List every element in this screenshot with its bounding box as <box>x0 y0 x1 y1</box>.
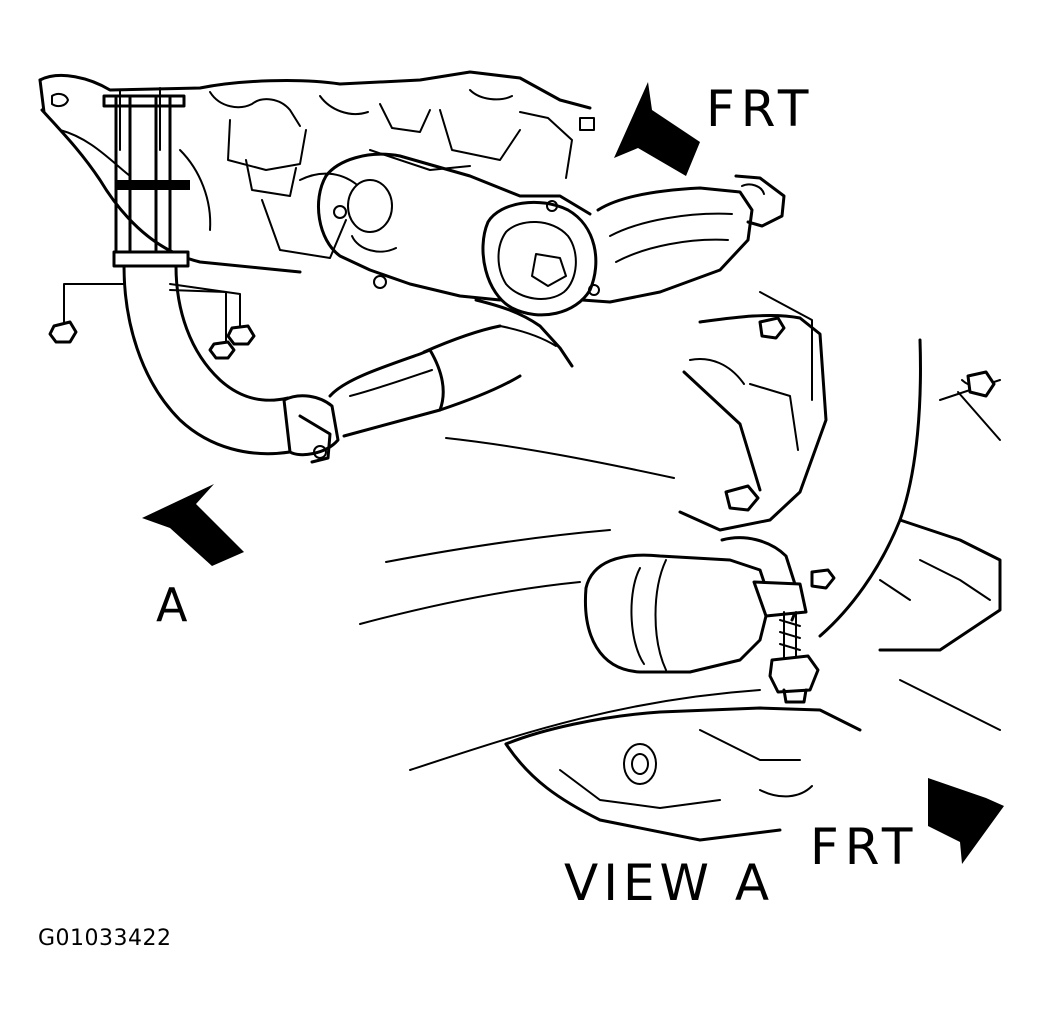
flange-and-nuts <box>48 94 256 360</box>
engine-transaxle-assembly <box>38 70 786 317</box>
view-callout-label: A <box>156 578 194 632</box>
view-title: VIEW A <box>564 854 775 912</box>
nut-left <box>48 320 78 344</box>
exhaust-downpipe <box>122 264 574 464</box>
flange-bolt <box>810 568 836 590</box>
figure-id: G01033422 <box>38 926 172 951</box>
crossmember-bolt <box>966 370 996 398</box>
front-label-bottom: FRT <box>810 818 919 876</box>
nut-right-upper <box>226 324 256 346</box>
front-label-top: FRT <box>706 80 815 138</box>
arrow-up-right-icon <box>142 484 244 566</box>
arrow-up-left-icon <box>614 82 700 176</box>
view-a-detail <box>359 291 1002 842</box>
bracket-bolt-top <box>758 316 786 340</box>
flange-nut <box>768 654 820 694</box>
bracket-bolt-mid <box>724 484 760 512</box>
nut-right-lower <box>208 340 236 360</box>
arrow-down-right-icon <box>928 778 1004 864</box>
